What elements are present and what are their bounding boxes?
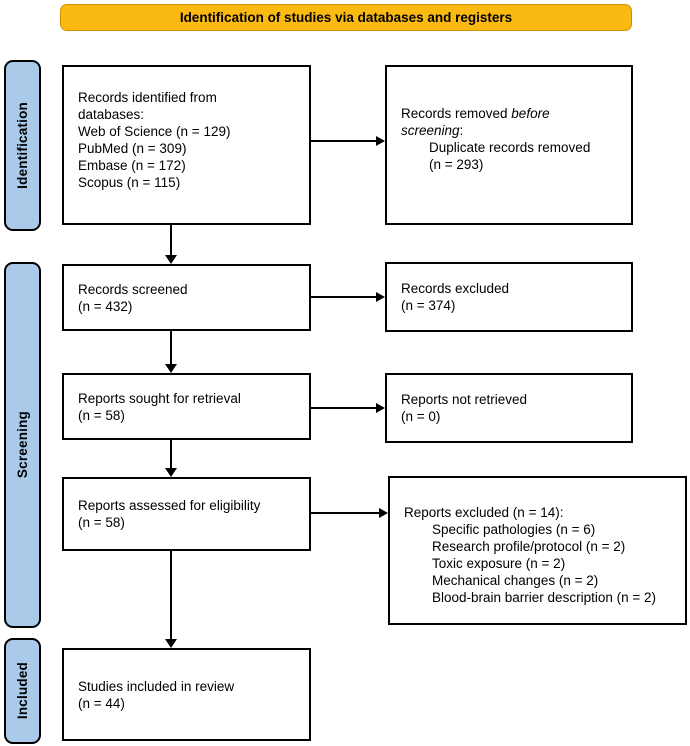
records-removed-detail: Duplicate records removed (n = 293) — [429, 140, 591, 172]
stage-included: Included — [4, 638, 41, 744]
arrow-assessed-to-excluded-icon — [311, 507, 388, 518]
reports-excluded-reasons: Specific pathologies (n = 6) Research pr… — [432, 522, 656, 605]
reports-not-retrieved-text: Reports not retrieved (n = 0) — [401, 392, 528, 424]
reports-assessed-text: Reports assessed for eligibility (n = 58… — [78, 498, 261, 530]
stage-identification: Identification — [4, 60, 41, 231]
arrow-screened-to-sought-icon — [165, 331, 177, 373]
stage-screening: Screening — [4, 262, 41, 628]
stage-included-label: Included — [15, 662, 30, 720]
arrow-screened-to-excluded-icon — [311, 291, 385, 302]
box-reports-excluded: Reports excluded (n = 14): Specific path… — [388, 476, 687, 625]
arrow-identified-to-removed-icon — [311, 135, 385, 146]
records-removed-line2: screening: — [401, 123, 464, 138]
records-screened-text: Records screened (n = 432) — [78, 281, 188, 314]
title-banner-label: Identification of studies via databases … — [179, 10, 513, 25]
box-records-screened: Records screened (n = 432) — [62, 264, 311, 331]
stage-identification-label: Identification — [15, 102, 30, 189]
arrow-assessed-to-included-icon — [165, 551, 177, 648]
box-records-removed: Records removed before screening: Duplic… — [385, 65, 633, 225]
title-banner: Identification of studies via databases … — [60, 4, 632, 31]
box-reports-not-retrieved: Reports not retrieved (n = 0) — [385, 373, 633, 443]
stage-screening-label: Screening — [15, 411, 30, 479]
records-removed-line1: Records removed before — [401, 106, 550, 121]
arrow-sought-to-assessed-icon — [165, 440, 177, 477]
studies-included-text: Studies included in review (n = 44) — [78, 678, 235, 711]
records-identified-text: Records identified from databases: Web o… — [78, 90, 231, 190]
arrow-identified-to-screened-icon — [165, 225, 177, 264]
arrow-sought-to-notretrieved-icon — [311, 402, 385, 413]
reports-excluded-heading: Reports excluded (n = 14): — [404, 505, 564, 520]
box-records-identified: Records identified from databases: Web o… — [62, 65, 311, 225]
box-studies-included: Studies included in review (n = 44) — [62, 648, 311, 741]
box-reports-sought: Reports sought for retrieval (n = 58) — [62, 373, 311, 440]
box-records-excluded: Records excluded (n = 374) — [385, 262, 633, 332]
records-excluded-text: Records excluded (n = 374) — [401, 281, 510, 313]
box-reports-assessed: Reports assessed for eligibility (n = 58… — [62, 477, 311, 551]
reports-sought-text: Reports sought for retrieval (n = 58) — [78, 390, 241, 423]
